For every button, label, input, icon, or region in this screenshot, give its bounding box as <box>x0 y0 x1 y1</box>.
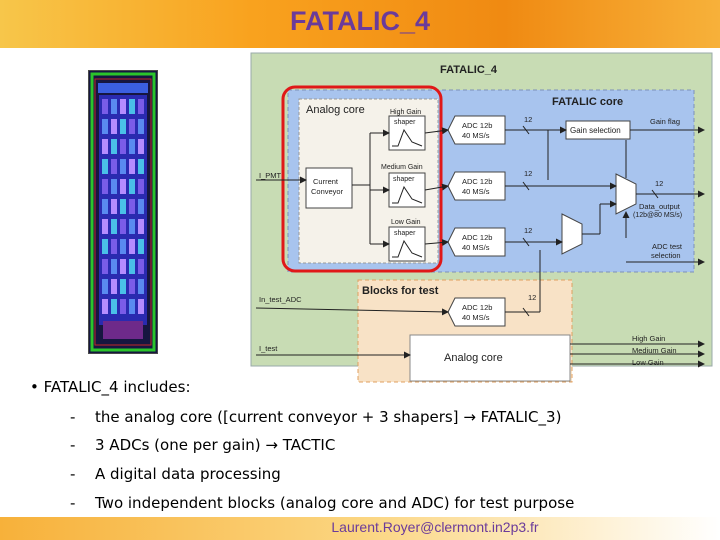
dash-marker: - <box>70 465 76 483</box>
bullet-item-adcs: 3 ADCs (one per gain) → TACTIC <box>95 436 335 454</box>
output-low-gain-label: Low Gain <box>632 358 664 367</box>
shaper-medium-gain: Medium Gain shaper <box>381 164 426 208</box>
bullet-item-target: FATALIC_3) <box>480 408 562 426</box>
adc-test-label-line2: 40 MS/s <box>462 313 490 322</box>
chip-layout-image <box>88 70 158 354</box>
adc-medium-gain: ADC 12b 40 MS/s <box>447 171 506 201</box>
bullet-item-text: 3 ADCs (one per gain) <box>95 436 261 454</box>
shaper-high-label-top: High Gain <box>390 109 421 116</box>
shaper-high-gain: High Gain shaper <box>388 109 426 151</box>
bus-width-label: 12 <box>528 293 536 302</box>
arrow-icon: → <box>463 408 476 426</box>
output-high-gain-label: High Gain <box>632 334 665 343</box>
shaper-low-label-top: Low Gain <box>391 219 421 226</box>
diagram-wires <box>255 125 705 368</box>
adc-test-selection-line2: selection <box>651 251 681 260</box>
shaper-low-label-bottom: shaper <box>394 230 416 237</box>
gain-flag-label: Gain flag <box>650 117 680 126</box>
input-test-adc-label: In_test_ADC <box>259 295 302 304</box>
bullet-item-text: Two independent blocks (analog core and … <box>95 494 575 512</box>
shaper-medium-label-bottom: shaper <box>393 176 415 183</box>
dash-marker: - <box>70 408 76 426</box>
fatalic-core-label: FATALIC core <box>552 96 623 108</box>
shaper-medium-label-top: Medium Gain <box>381 164 423 171</box>
shaper-low-gain: Low Gain shaper <box>388 219 426 262</box>
adc-high-label-line1: ADC 12b <box>462 121 492 130</box>
data-output-label-line1: Data_output <box>639 202 681 211</box>
bullet-marker: • <box>30 378 39 396</box>
title-bar <box>0 0 720 48</box>
shaper-pulse-icon <box>392 185 423 204</box>
dash-marker: - <box>70 436 76 454</box>
adc-low-label-line2: 40 MS/s <box>462 243 490 252</box>
bullet-item-analog-core: the analog core ([current conveyor + 3 s… <box>95 408 561 426</box>
adc-low-gain: ADC 12b 40 MS/s <box>447 227 506 257</box>
bullet-item-test-blocks: Two independent blocks (analog core and … <box>95 494 574 512</box>
shaper-pulse-icon <box>392 239 423 258</box>
footer-bar <box>0 517 720 540</box>
bullet-item-digital-processing: A digital data processing <box>95 465 281 483</box>
bullet-item-text: A digital data processing <box>95 465 281 483</box>
analog-core-label: Analog core <box>306 104 365 116</box>
blocks-for-test-label: Blocks for test <box>362 285 439 297</box>
current-conveyor-block <box>305 167 353 209</box>
adc-low-label-line1: ADC 12b <box>462 233 492 242</box>
chip-layout-drawing <box>90 72 156 352</box>
slide-title: FATALIC_4 <box>289 6 430 36</box>
analog-core-highlight <box>281 85 443 273</box>
bullet-item-text: the analog core ([current conveyor + 3 s… <box>95 408 459 426</box>
data-output-label-line2: (12b@80 MS/s) <box>633 212 682 219</box>
shaper-high-label-bottom: shaper <box>394 119 416 126</box>
adc-test-label-line1: ADC 12b <box>462 303 492 312</box>
adc-high-label-line2: 40 MS/s <box>462 131 490 140</box>
bullet-intro-text: FATALIC_4 includes: <box>43 378 191 396</box>
bus-width-label: 12 <box>524 226 532 235</box>
bus-width-label: 12 <box>655 179 663 188</box>
conveyor-label-line2: Conveyor <box>311 187 344 196</box>
adc-test: ADC 12b 40 MS/s <box>447 297 506 327</box>
conveyor-label-line1: Current <box>313 177 339 186</box>
test-analog-core-label: Analog core <box>444 352 503 364</box>
footer-email: Laurent.Royer@clermont.in2p3.fr <box>331 519 539 535</box>
outer-block-label: FATALIC_4 <box>440 64 498 76</box>
dash-marker: - <box>70 494 76 512</box>
bus-width-label: 12 <box>524 169 532 178</box>
adc-high-gain: ADC 12b 40 MS/s <box>447 115 506 145</box>
adc-medium-label-line2: 40 MS/s <box>462 187 490 196</box>
gain-selection-label: Gain selection <box>570 126 621 135</box>
arrow-icon: → <box>265 436 278 454</box>
input-i-pmt-label: I_PMT <box>259 171 282 180</box>
bullet-item-target: TACTIC <box>282 436 336 454</box>
shaper-pulse-icon <box>392 128 423 147</box>
adc-medium-label-line1: ADC 12b <box>462 177 492 186</box>
input-i-test-label: I_test <box>259 344 278 353</box>
bus-width-label: 12 <box>524 115 532 124</box>
bullet-intro: • FATALIC_4 includes: <box>30 378 191 396</box>
test-analog-core-block <box>409 334 571 382</box>
adc-test-selection-line1: ADC test <box>652 242 683 251</box>
output-medium-gain-label: Medium Gain <box>632 346 677 355</box>
